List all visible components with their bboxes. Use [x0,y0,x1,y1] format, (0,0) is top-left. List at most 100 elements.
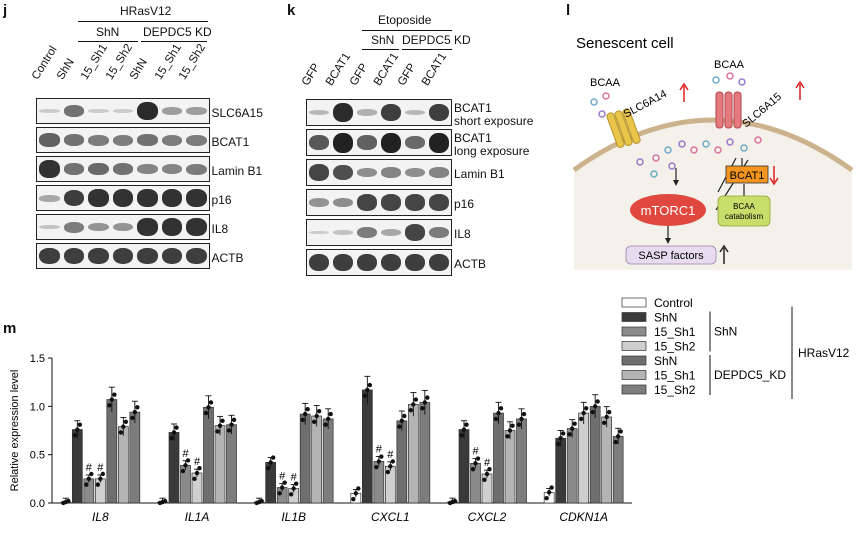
legend-label: ShN [654,354,677,368]
data-point [135,405,140,410]
panel-k-blot-label: ACTB [454,258,486,271]
data-point [356,486,361,491]
data-point [328,411,333,417]
legend-label: 15_Sh1 [654,369,696,383]
j-top-group-line [78,21,208,22]
panel-j-band [137,101,158,121]
data-point [567,432,572,437]
data-point [413,397,419,402]
bar [612,435,624,504]
x-category-label: CXCL2 [468,510,507,524]
panel-j-band [161,134,182,146]
data-point [516,422,522,427]
y-tick-label: 0.5 [30,450,45,462]
x-category-label: CDKN1A [559,510,608,524]
bar [458,429,470,504]
panel-k-band [309,198,329,207]
data-point [498,406,504,411]
data-point [180,468,186,474]
panel-j-band [39,247,60,265]
panel-j-blot-label: BCAT1 [212,136,250,149]
panel-k-band [429,194,449,211]
panel-j-band [137,189,158,207]
panel-j-blot-strip [36,156,210,182]
data-point [572,421,577,426]
x-category-label: IL1B [281,510,306,524]
data-point [130,415,135,421]
data-point [84,482,89,487]
bar [407,404,419,504]
data-point [560,431,566,436]
legend-label: 15_Sh1 [654,325,696,339]
bar [168,432,180,504]
data-point [268,460,273,465]
sasp-node [625,245,717,265]
data-point [422,400,428,405]
data-point [385,469,391,475]
data-point [217,423,223,428]
data-point [169,436,174,441]
panel-j-band [161,189,182,207]
data-point [390,459,396,464]
data-point [595,399,600,404]
legend-group-label: DEPDC5_KD [714,368,786,382]
data-point [121,424,126,429]
data-point [162,498,168,504]
panel-j-band [112,222,133,232]
data-point [231,417,237,423]
panel-j-band [88,222,109,232]
data-point [98,476,103,482]
panel-j-band [63,134,84,146]
data-point [229,422,234,427]
l-title: Senescent cell [576,35,674,52]
data-point [123,419,129,424]
panel-j-band [39,224,60,230]
data-point [464,422,469,427]
panel-j-blot-label-line: Lamin B1 [211,164,263,178]
data-point [259,498,264,504]
panel-k-blot-label-line: BCAT1 [454,131,492,145]
panel-j-band [39,160,60,178]
data-point [305,407,310,412]
data-point [220,418,225,424]
panel-j-band [63,221,84,233]
panel-j-lane-label: ShN [127,56,150,82]
panel-j-band [88,247,109,265]
bcat1-label: BCAT1 [730,170,765,182]
data-point [362,393,368,398]
panel-j-blot-strip [36,98,210,124]
cell-membrane [572,117,854,173]
data-point [132,409,138,415]
panel-j-band [112,134,133,146]
panel-k-band [357,253,377,272]
bar [589,405,601,504]
bar [299,413,311,504]
data-point [399,418,405,424]
data-point [194,470,200,476]
data-point [546,490,552,495]
data-point [185,458,191,463]
data-point [558,436,563,441]
data-point [66,498,71,504]
data-point [365,387,370,393]
panel-j-blot-strip [36,185,210,211]
panel-k-band [381,103,401,122]
panel-k-blot-label-line: IL8 [454,227,471,241]
data-point [470,466,476,472]
bcaa-left-label: BCAA [590,77,621,89]
catabolism-label-line2: catabolism [725,212,764,221]
bar [106,399,118,504]
data-point [75,427,80,432]
panel-j-blot-label: ACTB [212,252,244,265]
bar [396,420,408,504]
panel-k-band [333,164,353,181]
panel-k-band [405,167,425,178]
data-point [376,459,382,464]
data-point [397,424,402,429]
data-point [100,471,106,477]
panel-j-band [112,247,133,265]
data-point [282,480,287,485]
data-point [544,495,549,501]
y-tick-label: 1.0 [30,401,45,413]
panel-j-band [112,189,133,207]
